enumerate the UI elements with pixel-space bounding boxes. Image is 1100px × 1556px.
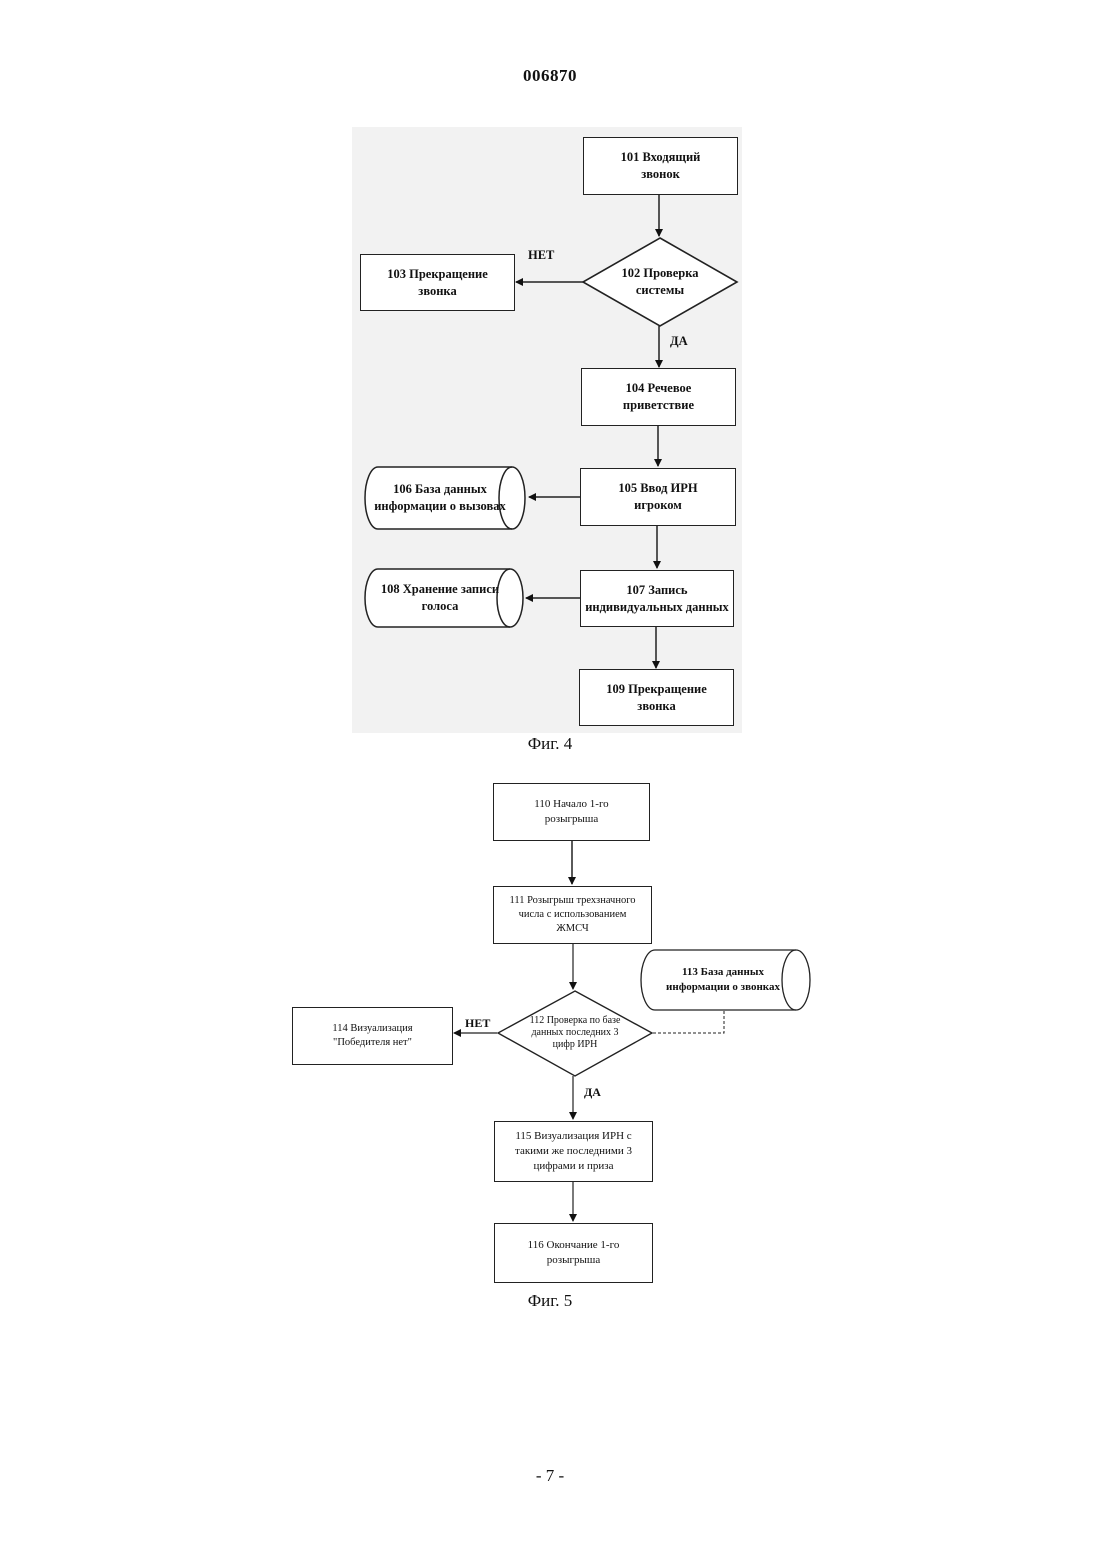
- visualization-115: 115 Визуализация ИРН с такими же последн…: [494, 1121, 653, 1182]
- visualization-114: 114 Визуализация "Победителя нет": [292, 1007, 453, 1065]
- figure-5-caption: Фиг. 5: [480, 1291, 620, 1311]
- decision-112-label: 112 Проверка по базе данных последних 3 …: [514, 1010, 636, 1056]
- edge-label-no-fig5: НЕТ: [465, 1016, 490, 1031]
- process-111: 111 Розыгрыш трехзначного числа с исполь…: [493, 886, 652, 944]
- edge-label-yes-fig5: ДА: [584, 1085, 601, 1100]
- page-footer: - 7 -: [0, 1466, 1100, 1486]
- database-113-label: 113 База данных информации о звонках: [648, 952, 798, 1008]
- process-110: 110 Начало 1-го розыгрыша: [493, 783, 650, 841]
- terminate-116: 116 Окончание 1-го розыгрыша: [494, 1223, 653, 1283]
